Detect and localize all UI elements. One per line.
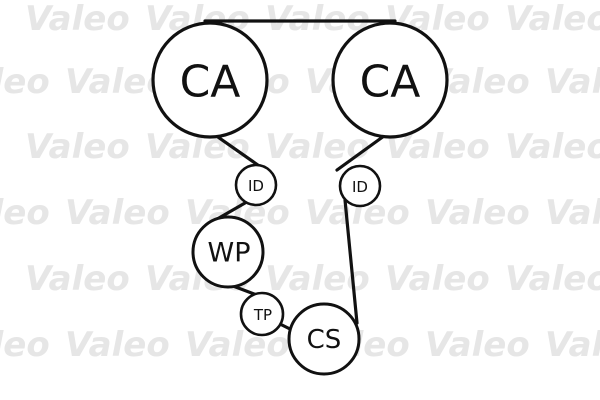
idler-pulley-right-circle [338, 164, 382, 208]
valeo-watermark-logo: Valeo [425, 325, 530, 365]
tensioner-pulley-label: TP [253, 306, 272, 324]
idler-pulley-left-label: ID [248, 177, 264, 195]
valeo-watermark-logo: Valeo [545, 325, 600, 365]
crankshaft-pulley-circle [287, 302, 361, 376]
valeo-watermark-logo: Valeo [505, 0, 600, 39]
valeo-watermark-logo: Valeo [425, 193, 530, 233]
camshaft-pulley-right-circle [331, 21, 449, 139]
crankshaft-pulley-label: CS [307, 325, 342, 355]
valeo-watermark-logo: Valeo [65, 193, 170, 233]
belt-segment-cs-to-id-right [343, 198, 359, 325]
valeo-watermark-logo: Valeo [0, 62, 50, 102]
camshaft-pulley-right: CA [331, 21, 449, 139]
valeo-watermark-logo: Valeo [0, 325, 50, 365]
valeo-watermark-logo: Valeo [545, 193, 600, 233]
valeo-watermark-logo: Valeo [505, 259, 600, 299]
valeo-watermark-logo: Valeo [25, 259, 130, 299]
idler-pulley-right: ID [338, 164, 382, 208]
idler-pulley-right-label: ID [352, 178, 368, 196]
idler-pulley-left-circle [234, 163, 278, 207]
valeo-watermark-logo: Valeo [545, 62, 600, 102]
valeo-watermark-logo: Valeo [25, 127, 130, 167]
camshaft-pulley-left-label: CA [180, 57, 241, 108]
valeo-watermark-logo: Valeo [265, 127, 370, 167]
camshaft-pulley-left: CA [151, 21, 269, 139]
valeo-watermark-logo: Valeo [25, 0, 130, 39]
water-pump-pulley-circle [191, 215, 265, 289]
tensioner-pulley-circle [239, 291, 285, 337]
watermark-layer: ValeoValeoValeoValeoValeoValeoValeoValeo… [0, 0, 600, 365]
water-pump-pulley: WP [191, 215, 265, 289]
water-pump-pulley-label: WP [208, 238, 251, 269]
valeo-watermark-logo: Valeo [385, 259, 490, 299]
valeo-watermark-logo: Valeo [505, 127, 600, 167]
camshaft-pulley-right-label: CA [360, 57, 421, 108]
crankshaft-pulley: CS [287, 302, 361, 376]
idler-pulley-left: ID [234, 163, 278, 207]
tensioner-pulley: TP [239, 291, 285, 337]
valeo-watermark-logo: Valeo [0, 193, 50, 233]
valeo-watermark-logo: Valeo [65, 325, 170, 365]
camshaft-pulley-left-circle [151, 21, 269, 139]
